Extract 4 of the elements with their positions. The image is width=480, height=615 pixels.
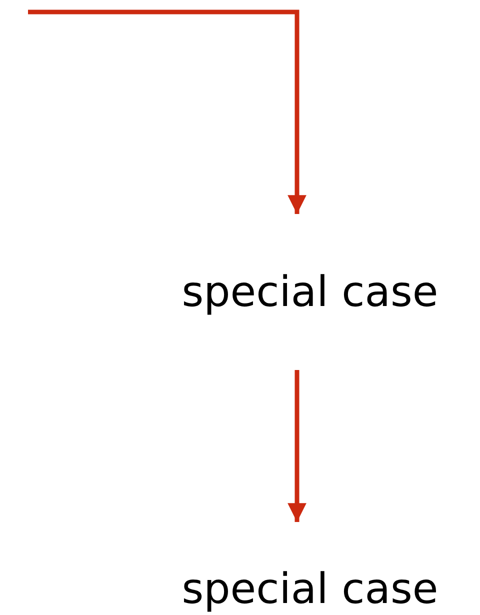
- node-text: special case: [182, 268, 438, 316]
- arrow: [28, 10, 306, 214]
- node-text: special case: [182, 566, 438, 612]
- arrow: [288, 370, 306, 522]
